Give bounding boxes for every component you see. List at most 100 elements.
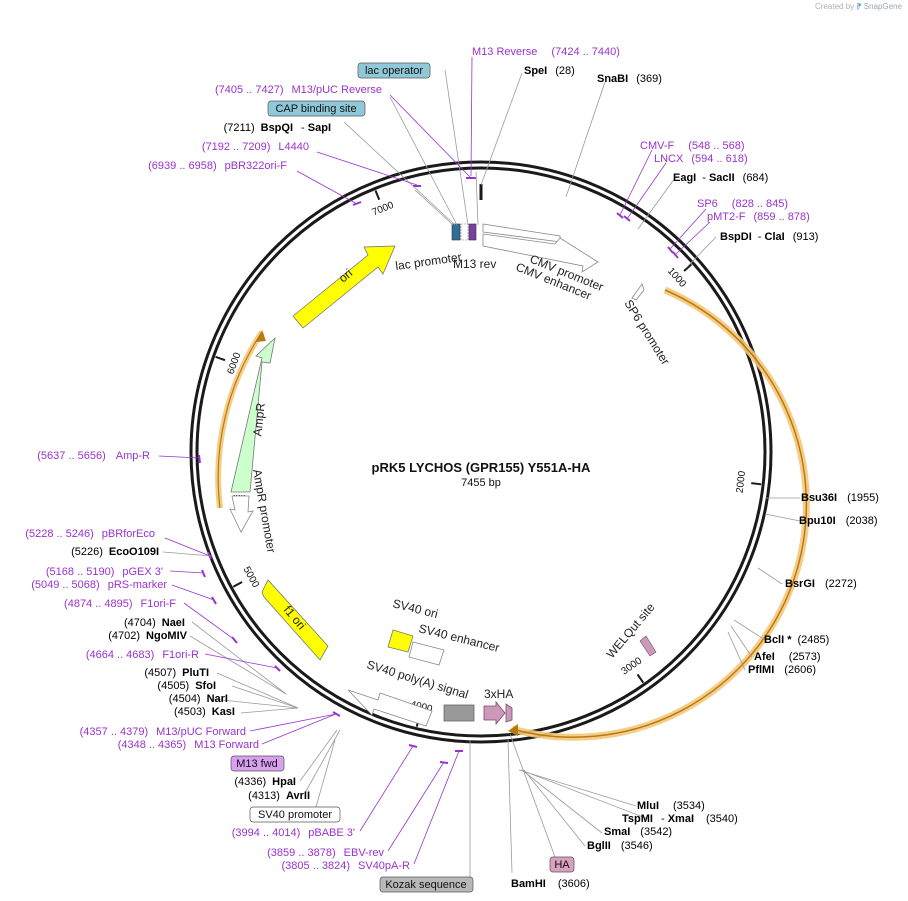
primer-label: (7405 .. 7427)M13/pUC Reverse [215,84,382,96]
feature-ori: ori [292,245,396,329]
tick-mark [751,482,762,486]
ampr-dots: ..... [233,488,246,498]
plasmid-length: 7455 bp [461,477,501,489]
m13-fwd-box: M13 fwd [230,755,285,772]
enzyme-label: EagI- SacII(684) [673,172,768,184]
primer-label: (4357 .. 4379)M13/pUC Forward [80,726,246,738]
feature-3xha: 3xHA [483,687,513,726]
enzyme-label: (4704)NaeI [124,617,185,629]
ha-box: HA [549,856,575,873]
primer-label: LNCX(594 .. 618) [654,153,748,165]
enzyme-label: BclI *(2485) [764,634,829,646]
enzyme-label: SmaI(3542) [604,826,672,838]
primer-label: (4348 .. 4365)M13 Forward [118,739,259,751]
leader-lines [162,69,801,877]
ampr-highlight-arc [215,330,266,509]
primer-label: (7192 .. 7209)L4440 [202,141,309,153]
feature-welqut: WELQut site [604,600,658,661]
enzyme-label: (4313)AvrII [248,790,310,802]
enzyme-label: BamHI(3606) [511,878,590,890]
feature-ampr: AmpR [230,336,276,493]
svg-text:HA: HA [554,859,570,871]
sv40-promoter-box: SV40 promoter [249,806,341,823]
primer-label: pMT2-F(859 .. 878) [707,211,810,223]
created-by-text: Created by [815,2,855,11]
primer-labels: M13 Reverse(7424 .. 7440) (7405 .. 7427)… [25,46,809,872]
tick-label: 2000 [735,470,749,494]
enzyme-label: Bpu10I(2038) [799,515,877,527]
svg-text:Kozak sequence: Kozak sequence [385,879,466,891]
feature-sp6: SP6 promoter [621,283,673,367]
enzyme-label: (7211)BspQI- SapI [224,122,331,134]
tick-mark [232,581,243,588]
feature-lac-promoter: lac promoter M13 rev [394,223,496,273]
kozak-box: Kozak sequence [379,876,474,893]
primer-label: (3994 .. 4014)pBABE 3' [232,827,355,839]
feature-sv40-ori: SV40 ori SV40 enhancer [387,596,501,666]
enzyme-label: BglII(3546) [587,840,653,852]
enzyme-label: (4702)NgoMIV [108,630,187,642]
snapgene-icon: ⁋ [856,2,862,11]
primer-label: CMV-F(548 .. 568) [640,140,745,152]
tick-mark [636,673,645,684]
ampr-promoter-label: AmpR promoter [250,468,278,554]
enzyme-label: (5226)EcoO109I [71,546,159,558]
primer-label: (3859 .. 3878)EBV-rev [267,847,384,859]
enzyme-label: (4503)KasI [174,706,235,718]
tick-mark [374,190,381,201]
primer-label: (5168 .. 5190)pGEX 3' [46,566,163,578]
primer-label: M13 Reverse(7424 .. 7440) [472,46,620,58]
lac-operator-box: lac operator [357,62,431,79]
primer-label: (5049 .. 5068)pRS-marker [31,579,167,591]
svg-text:lac operator: lac operator [365,65,423,77]
svg-text:SV40 promoter: SV40 promoter [258,809,332,821]
feature-kozak-block [443,704,475,722]
cap-binding-site-box: CAP binding site [267,100,366,117]
primer-label: (4664 .. 4683)F1ori-R [86,649,199,661]
enzyme-label: (4505)SfoI [157,680,216,692]
plasmid-name: pRK5 LYCHOS (GPR155) Y551A-HA [372,460,592,475]
primer-label: (4874 .. 4895)F1ori-F [64,598,176,610]
enzyme-label: (4507)PluTI [144,667,209,679]
tick-label: 7000 [371,200,396,219]
snapgene-credit: Created by ⁋ SnapGene [815,2,902,11]
sv40-ori-label: SV40 ori [391,596,439,621]
primer-label: (3805 .. 3824)SV40pA-R [282,860,411,872]
primer-label: (5637 .. 5656)Amp-R [37,450,150,462]
primer-label: SP6(828 .. 845) [697,198,788,210]
3xha-label: 3xHA [484,687,513,701]
brand-name: SnapGene [863,2,902,11]
enzyme-label: PflMI(2606) [748,664,816,676]
feature-f1-ori: f1 ori [261,579,329,661]
enzyme-label: (4504)NarI [169,693,228,705]
primer-leader-lines [158,56,711,865]
ampr-label: AmpR [250,402,267,437]
tick-mark [683,263,693,272]
backbone [189,160,773,744]
primer-label: (5228 .. 5246)pBRforEco [25,528,155,540]
enzyme-label: BsrGI(2272) [785,578,857,590]
orf-arc [508,286,810,741]
boxed-labels: lac operator CAP binding site M13 fwd SV… [230,62,575,893]
sp6-promoter-label: SP6 promoter [621,297,672,367]
enzyme-label: MluI(3534) [637,800,705,812]
enzyme-label: SpeI(28) [524,65,575,77]
tick-label: 5000 [241,565,262,590]
m13-rev-label: M13 rev [453,257,496,271]
enzyme-label: AfeI(2573) [754,651,821,663]
primer-marks [198,177,679,764]
tick-label: 3000 [620,655,645,677]
feature-cmv: CMV promoter CMV enhancer [482,223,605,303]
tick-mark [215,355,226,362]
svg-text:CAP binding site: CAP binding site [275,103,356,115]
enzyme-label: SnaBI(369) [597,73,662,85]
enzyme-label: (4336)HpaI [234,776,296,788]
enzyme-labels: SpeI(28) SnaBI(369) EagI- SacII(684) Bsp… [71,65,879,890]
plasmid-title-group: pRK5 LYCHOS (GPR155) Y551A-HA 7455 bp [372,460,592,489]
primer-label: (6939 .. 6958)pBR322ori-F [148,160,287,172]
enzyme-label: TspMI- XmaI(3540) [622,813,738,825]
enzyme-label: BspDI- ClaI(913) [720,231,818,243]
svg-text:M13 fwd: M13 fwd [236,758,278,770]
enzyme-label: Bsu36I(1955) [801,492,879,504]
